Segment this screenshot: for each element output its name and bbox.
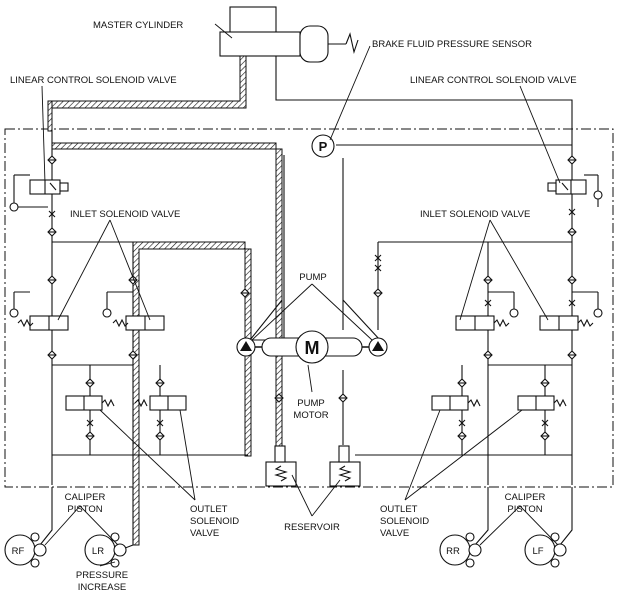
wheel-rr-label: RR (446, 546, 460, 557)
label-reservoir: RESERVOIR (284, 522, 340, 533)
inlet-solenoid-valve-rr (455, 291, 519, 331)
hydraulic-unit-outline (4, 128, 614, 488)
wheel-lf-label: LF (532, 546, 543, 557)
label-pump-motor-2: MOTOR (293, 410, 328, 421)
inlet-solenoid-valve-lf (539, 291, 603, 331)
master-cylinder (219, 6, 359, 63)
label-caliper-left-2: PISTON (67, 504, 102, 515)
label-brake-fluid-pressure-sensor: BRAKE FLUID PRESSURE SENSOR (372, 39, 532, 50)
label-outlet-right-1: OUTLET (380, 504, 418, 515)
label-linear-control-right: LINEAR CONTROL SOLENOID VALVE (410, 75, 577, 86)
label-pump: PUMP (299, 272, 326, 283)
wheel-lr: LR (84, 532, 127, 568)
label-caliper-right-2: PISTON (507, 504, 542, 515)
outlet-solenoid-valve-rr (431, 395, 481, 411)
pump-right (368, 337, 388, 357)
linear-control-solenoid-left (9, 174, 69, 212)
label-inlet-right: INLET SOLENOID VALVE (420, 209, 530, 220)
wheel-lr-label: LR (92, 546, 104, 557)
label-inlet-left: INLET SOLENOID VALVE (70, 209, 180, 220)
linear-control-solenoid-right (547, 174, 603, 207)
wheel-rr: RR (439, 532, 482, 568)
label-linear-control-left: LINEAR CONTROL SOLENOID VALVE (10, 75, 177, 86)
label-outlet-right-2: SOLENOID (380, 516, 429, 527)
reservoir-right (329, 445, 361, 487)
inlet-solenoid-valve-rf (9, 291, 69, 331)
leader-lines (41, 23, 561, 567)
label-outlet-right-3: VALVE (380, 528, 409, 539)
wheel-lf: LF (524, 532, 567, 568)
motor-letter: M (305, 338, 320, 358)
label-caliper-right-1: CALIPER (505, 492, 546, 503)
outlet-solenoid-valve-lr (134, 395, 187, 411)
inlet-solenoid-valve-lr (102, 291, 165, 331)
label-master-cylinder: MASTER CYLINDER (93, 20, 183, 31)
label-pressure-increase-2: INCREASE (78, 582, 127, 593)
label-outlet-left-1: OUTLET (190, 504, 228, 515)
outlet-solenoid-valve-rf (65, 395, 115, 411)
wheel-rf-label: RF (12, 546, 25, 557)
label-outlet-left-2: SOLENOID (190, 516, 239, 527)
wheel-rf: RF (4, 532, 47, 568)
label-caliper-left-1: CALIPER (65, 492, 106, 503)
label-pressure-increase-1: PRESSURE (76, 570, 128, 581)
label-outlet-left-3: VALVE (190, 528, 219, 539)
outlet-solenoid-valve-lf (517, 395, 567, 411)
pressure-sensor: P (311, 134, 335, 158)
pressure-sensor-letter: P (319, 139, 328, 154)
reservoir-left (265, 445, 297, 487)
pump-motor: M (261, 330, 363, 364)
pump-left (236, 337, 256, 357)
label-pump-motor-1: PUMP (297, 398, 324, 409)
